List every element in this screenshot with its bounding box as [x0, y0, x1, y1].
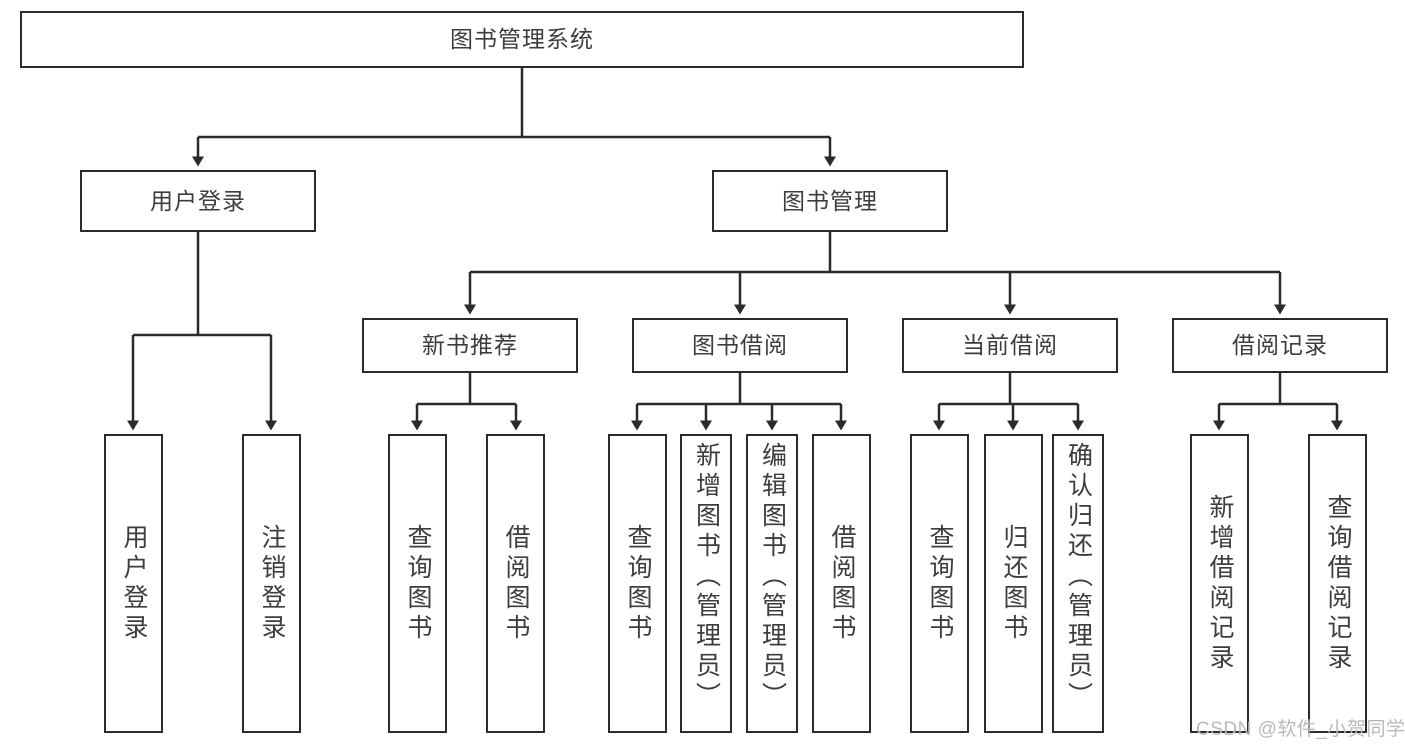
node-book-manage[interactable]: 图书管理	[712, 170, 948, 232]
node-leaf-borrow-book-2[interactable]: 借阅图书	[812, 434, 871, 733]
node-user-login[interactable]: 用户登录	[80, 170, 316, 232]
node-leaf-query-record-label: 查询借阅记录	[1324, 493, 1352, 674]
node-leaf-confirm-return-label: 确认归还（管理员）	[1064, 442, 1093, 712]
node-leaf-add-record-label: 新增借阅记录	[1206, 493, 1234, 674]
node-borrow-record[interactable]: 借阅记录	[1172, 318, 1388, 373]
node-current-borrow-label: 当前借阅	[962, 332, 1058, 359]
node-leaf-return-book-label: 归还图书	[1000, 523, 1028, 644]
node-leaf-query-book-3-label: 查询图书	[926, 523, 954, 644]
node-book-borrow-label: 图书借阅	[692, 332, 788, 359]
node-leaf-query-book-1-label: 查询图书	[404, 523, 432, 644]
node-leaf-confirm-return[interactable]: 确认归还（管理员）	[1052, 434, 1104, 733]
node-leaf-add-book[interactable]: 新增图书（管理员）	[680, 434, 732, 733]
node-leaf-return-book[interactable]: 归还图书	[984, 434, 1043, 733]
node-leaf-logout[interactable]: 注销登录	[242, 434, 301, 733]
node-root[interactable]: 图书管理系统	[20, 11, 1024, 68]
node-book-borrow[interactable]: 图书借阅	[632, 318, 848, 373]
node-book-manage-label: 图书管理	[782, 187, 878, 214]
node-leaf-logout-label: 注销登录	[258, 523, 286, 644]
node-leaf-query-book-1[interactable]: 查询图书	[388, 434, 447, 733]
node-leaf-borrow-book-1-label: 借阅图书	[502, 523, 530, 644]
node-user-login-label: 用户登录	[150, 187, 246, 214]
node-leaf-add-book-label: 新增图书（管理员）	[692, 442, 721, 712]
csdn-watermark: CSDN @软件_小贺同学	[1196, 719, 1405, 740]
node-leaf-add-record[interactable]: 新增借阅记录	[1190, 434, 1249, 733]
node-new-book-rec-label: 新书推荐	[422, 332, 518, 359]
node-leaf-query-book-3[interactable]: 查询图书	[910, 434, 969, 733]
node-current-borrow[interactable]: 当前借阅	[902, 318, 1118, 373]
node-leaf-query-book-2[interactable]: 查询图书	[608, 434, 667, 733]
node-leaf-query-book-2-label: 查询图书	[624, 523, 652, 644]
node-leaf-edit-book[interactable]: 编辑图书（管理员）	[746, 434, 798, 733]
node-leaf-query-record[interactable]: 查询借阅记录	[1308, 434, 1367, 733]
node-borrow-record-label: 借阅记录	[1232, 332, 1328, 359]
node-leaf-user-login-label: 用户登录	[120, 523, 148, 644]
node-leaf-edit-book-label: 编辑图书（管理员）	[758, 442, 787, 712]
node-root-label: 图书管理系统	[450, 26, 594, 53]
node-leaf-borrow-book-1[interactable]: 借阅图书	[486, 434, 545, 733]
node-new-book-rec[interactable]: 新书推荐	[362, 318, 578, 373]
node-leaf-borrow-book-2-label: 借阅图书	[828, 523, 856, 644]
node-leaf-user-login[interactable]: 用户登录	[104, 434, 163, 733]
